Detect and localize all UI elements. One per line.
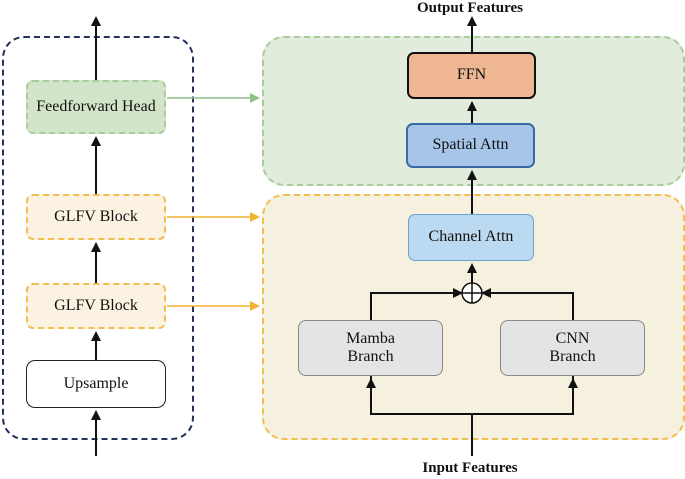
channel-attn-node: Channel Attn [408, 214, 534, 261]
channel-attn-label: Channel Attn [428, 228, 514, 246]
output-features-caption: Output Features [417, 0, 523, 16]
arrow-mamba-to-merge [370, 288, 463, 320]
glfv-block-label-bottom: GLFV Block [54, 296, 138, 314]
upsample-node: Upsample [26, 360, 166, 408]
cnn-branch-node: CNN Branch [500, 320, 645, 376]
glfv-block-label-top: GLFV Block [54, 207, 138, 225]
spatial-attn-node: Spatial Attn [406, 123, 535, 168]
cnn-branch-label: CNN Branch [549, 329, 596, 365]
split-to-branches [370, 376, 574, 415]
mamba-branch-label: Mamba Branch [346, 329, 395, 365]
spatial-attn-label: Spatial Attn [432, 136, 509, 154]
arrow-cnn-to-merge [481, 288, 574, 320]
ffn-node: FFN [407, 52, 536, 99]
glfv-block-node-bottom: GLFV Block [26, 283, 166, 329]
glfv-block-node-top: GLFV Block [26, 194, 166, 240]
input-features-caption: Input Features [422, 460, 518, 476]
mamba-branch-node: Mamba Branch [298, 320, 443, 376]
upsample-label: Upsample [63, 374, 129, 392]
pipeline-overview-region [2, 36, 194, 440]
feedforward-head-label: Feedforward Head [36, 97, 156, 115]
feedforward-head-node: Feedforward Head [26, 80, 166, 134]
ffn-label: FFN [456, 66, 487, 84]
